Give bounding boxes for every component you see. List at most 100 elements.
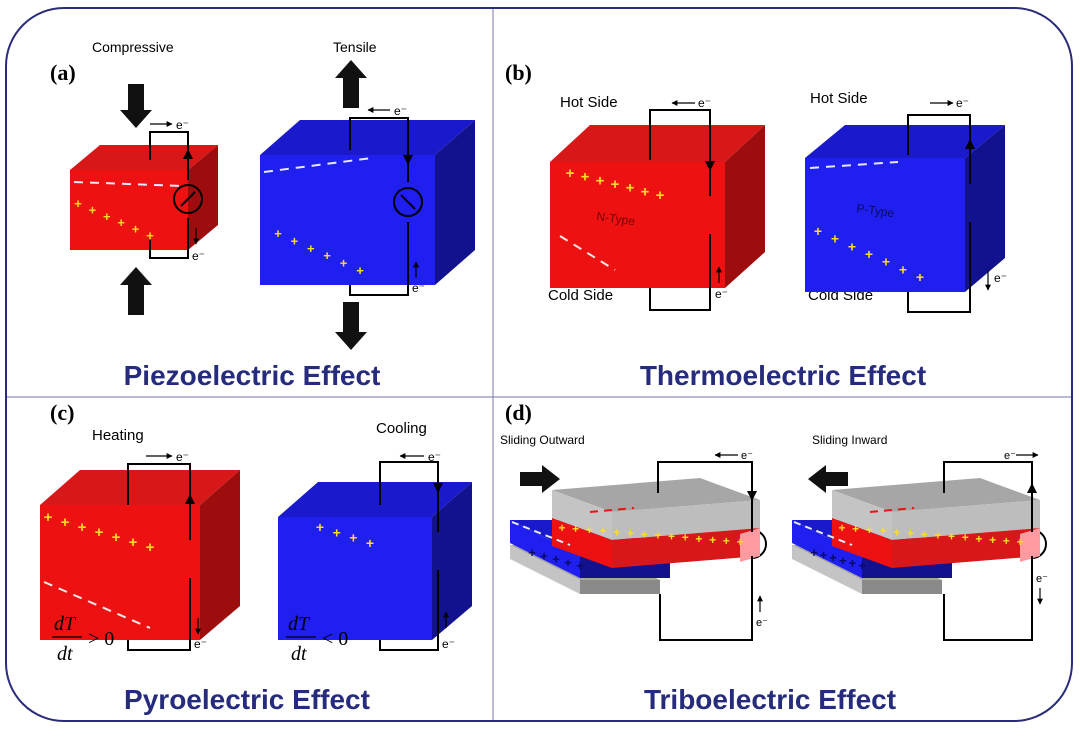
tribo-outward-e-top: e⁻ <box>714 450 753 462</box>
plus-charge: + <box>132 222 140 237</box>
pyro-heating-e-top: e⁻ <box>146 450 189 464</box>
label-sliding-outward: Sliding Outward <box>500 433 585 447</box>
panel-b-title: Thermoelectric Effect <box>640 360 926 391</box>
piezo-tensile-e-side: e⁻ <box>412 261 425 295</box>
svg-text:dT: dT <box>288 613 311 635</box>
plus-charge: + <box>641 527 648 541</box>
pyro-heating-minus-charges <box>43 581 151 629</box>
piezo-tensile-e-top: e⁻ <box>367 104 407 118</box>
plus-charge: + <box>736 535 743 549</box>
plus-charge: + <box>916 269 924 285</box>
p-type-label: P-Type <box>856 201 896 220</box>
svg-text:e⁻: e⁻ <box>1004 450 1016 462</box>
svg-text:e⁻: e⁻ <box>194 637 207 651</box>
thermo-p-block <box>805 125 1005 292</box>
plus-charge: + <box>880 524 887 538</box>
pyro-cooling-circuit <box>379 461 443 651</box>
plus-charge: + <box>572 522 579 536</box>
ammeter-icon <box>173 184 203 214</box>
plus-charge: + <box>865 246 873 262</box>
plus-charge: + <box>540 548 548 563</box>
plus-charge: + <box>866 523 873 537</box>
piezo-tensile-block <box>260 120 475 285</box>
label-hot-side-left: Hot Side <box>560 94 618 111</box>
plus-charge: + <box>695 532 702 546</box>
panel-c-title: Pyroelectric Effect <box>124 684 370 715</box>
svg-text:< 0: < 0 <box>322 628 348 650</box>
svg-text:e⁻: e⁻ <box>698 96 711 110</box>
plus-charge: + <box>1003 534 1010 548</box>
svg-text:e⁻: e⁻ <box>1036 573 1048 585</box>
svg-text:e⁻: e⁻ <box>715 287 728 301</box>
plus-charge: + <box>61 514 70 531</box>
tensile-arrow-top <box>335 60 367 108</box>
panel-b-letter: (b) <box>505 60 532 85</box>
ammeter-needle <box>180 191 196 207</box>
slide-outward-arrow <box>520 465 560 493</box>
plus-charge: + <box>307 241 315 256</box>
compressive-arrow-top <box>120 84 152 128</box>
thermo-n-e-side: e⁻ <box>715 266 728 301</box>
thermo-n-plus-charges: +++++++ <box>566 165 665 204</box>
plus-charge: + <box>600 524 607 538</box>
svg-text:e⁻: e⁻ <box>412 281 425 295</box>
plus-charge: + <box>552 552 560 567</box>
plus-charge: + <box>814 223 822 239</box>
pyro-cooling-e-side: e⁻ <box>442 611 455 651</box>
plus-charge: + <box>349 530 357 546</box>
pyro-cooling-block <box>278 482 472 640</box>
pyro-heating-circuit <box>127 463 195 651</box>
svg-text:dt: dt <box>57 643 73 665</box>
piezo-compressive-block <box>70 145 218 250</box>
thermo-n-minus-charges <box>559 235 616 271</box>
plus-charge: + <box>654 529 661 543</box>
plus-charge: + <box>1016 535 1023 549</box>
ammeter-icon <box>393 187 423 217</box>
thermo-n-e-top: e⁻ <box>671 96 711 110</box>
plus-charge: + <box>146 539 155 556</box>
tribo-outward-e-side: e⁻ <box>756 595 768 629</box>
plus-charge: + <box>849 555 857 570</box>
plus-charge: + <box>564 555 572 570</box>
plus-charge: + <box>316 519 324 535</box>
cooling-condition-formula: dT dt < 0 <box>286 613 348 665</box>
thermo-p-plus-charges: +++++++ <box>814 223 924 285</box>
plus-charge: + <box>907 526 914 540</box>
plus-charge: + <box>566 165 575 182</box>
pyro-cooling-plus-charges: ++++ <box>316 519 374 551</box>
thermo-n-circuit <box>649 109 715 311</box>
plus-charge: + <box>831 231 839 247</box>
piezo-compressive-e-side: e⁻ <box>192 228 205 263</box>
plus-charge: + <box>89 202 97 217</box>
piezo-compressive-minus-charges <box>73 181 183 187</box>
tribo-inward-bottom-plus-charges: ++++++ <box>810 545 866 573</box>
plus-charge: + <box>989 533 996 547</box>
plus-charge: + <box>921 527 928 541</box>
tribo-inward-minus-charges <box>793 507 915 546</box>
svg-text:e⁻: e⁻ <box>994 271 1007 285</box>
plus-charge: + <box>810 545 818 560</box>
plus-charge: + <box>340 256 348 271</box>
tensile-arrow-bottom <box>335 302 367 350</box>
tribo-inward-top-layers <box>832 478 1040 568</box>
panel-a-letter: (a) <box>50 60 76 85</box>
plus-charge: + <box>626 180 635 197</box>
plus-charge: + <box>366 535 374 551</box>
piezo-compressive-circuit <box>149 131 193 259</box>
thermo-n-block <box>550 125 765 288</box>
plus-charge: + <box>103 209 111 224</box>
plus-charge: + <box>291 233 299 248</box>
panel-d-letter: (d) <box>505 400 532 425</box>
plus-charge: + <box>611 176 620 193</box>
svg-text:> 0: > 0 <box>88 628 114 650</box>
label-hot-side-right: Hot Side <box>810 90 868 107</box>
thermo-p-e-top: e⁻ <box>930 96 969 110</box>
tribo-outward-circuit <box>657 461 757 641</box>
svg-text:e⁻: e⁻ <box>428 450 441 464</box>
svg-text:e⁻: e⁻ <box>756 617 768 629</box>
plus-charge: + <box>839 553 847 568</box>
plus-charge: + <box>838 521 845 535</box>
plus-charge: + <box>95 524 104 541</box>
plus-charge: + <box>962 531 969 545</box>
